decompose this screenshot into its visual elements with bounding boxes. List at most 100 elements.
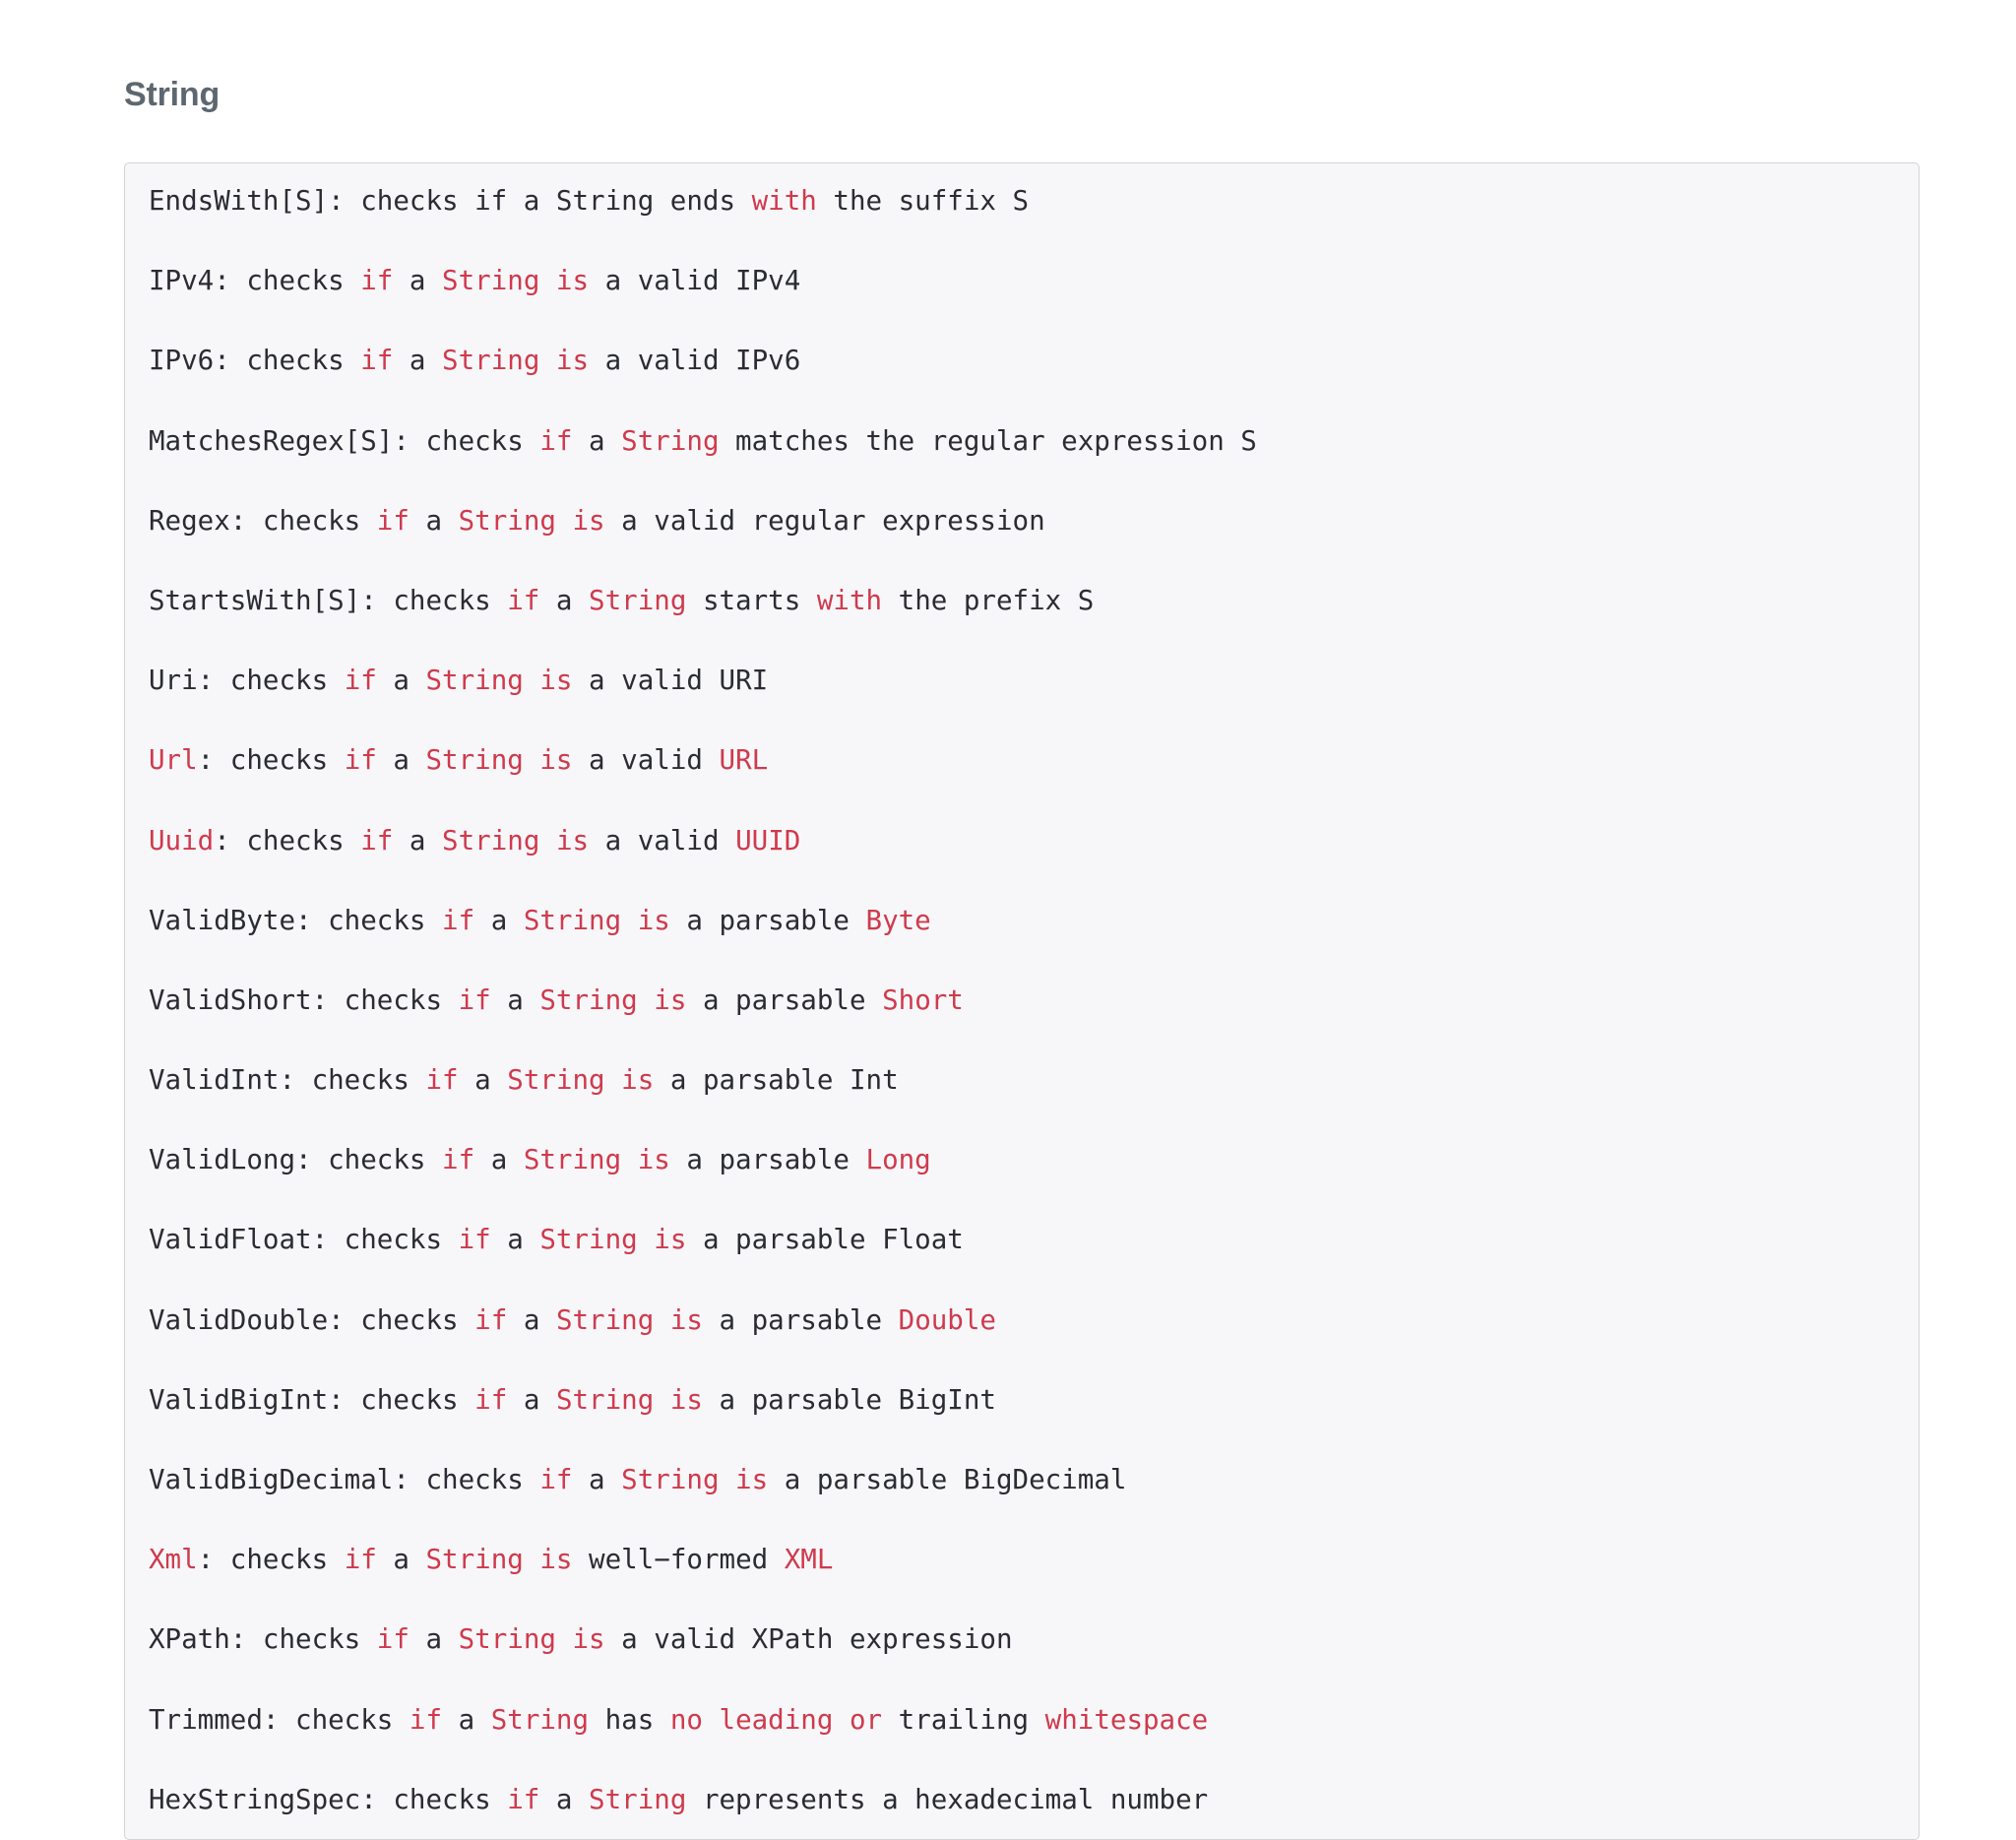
code-keyword: if bbox=[442, 1144, 475, 1176]
code-text: ValidDouble: checks bbox=[149, 1303, 475, 1336]
code-line: EndsWith[S]: checks if a String ends wit… bbox=[149, 181, 1919, 222]
code-keyword: String is bbox=[621, 1464, 769, 1495]
code-keyword: whitespace bbox=[1044, 1703, 1209, 1736]
code-text: ValidLong: checks bbox=[149, 1144, 443, 1176]
code-line: ValidLong: checks if a String is a parsa… bbox=[149, 1140, 1919, 1180]
code-line: Uri: checks if a String is a valid URI bbox=[149, 661, 1919, 701]
code-text: a bbox=[474, 1144, 524, 1176]
code-keyword: if bbox=[409, 1703, 443, 1736]
code-text: a bbox=[474, 904, 524, 936]
code-text: a parsable BigDecimal bbox=[768, 1464, 1127, 1495]
code-keyword: Long bbox=[865, 1144, 931, 1176]
code-keyword: UUID bbox=[735, 824, 801, 857]
code-keyword: if bbox=[344, 665, 377, 697]
code-line: Xml: checks if a String is well−formed X… bbox=[149, 1540, 1919, 1580]
code-text: a valid IPv4 bbox=[589, 265, 801, 297]
code-text: a valid IPv6 bbox=[589, 345, 801, 377]
code-keyword: Double bbox=[898, 1303, 996, 1336]
code-text: : checks bbox=[197, 1544, 345, 1576]
code-keyword: String is bbox=[425, 1544, 573, 1576]
code-text: a bbox=[490, 1224, 540, 1256]
page-title: String bbox=[124, 76, 220, 113]
code-text: a bbox=[539, 1783, 590, 1815]
code-keyword: String is bbox=[458, 1623, 605, 1656]
code-keyword: if bbox=[360, 265, 394, 297]
code-keyword: if bbox=[458, 983, 491, 1016]
code-keyword: XML bbox=[784, 1544, 834, 1576]
code-keyword: String is bbox=[425, 744, 573, 777]
code-keyword: String is bbox=[507, 1064, 655, 1097]
code-line: ValidBigDecimal: checks if a String is a… bbox=[149, 1460, 1919, 1500]
code-text: a bbox=[572, 1464, 622, 1495]
code-panel: EndsWith[S]: checks if a String ends wit… bbox=[124, 162, 1920, 1840]
code-keyword: Uuid bbox=[149, 824, 215, 857]
code-keyword: String is bbox=[555, 1383, 703, 1416]
code-keyword: String is bbox=[523, 904, 670, 936]
code-keyword: Short bbox=[882, 983, 964, 1016]
code-line: Url: checks if a String is a valid URL bbox=[149, 740, 1919, 781]
code-text: ValidShort: checks bbox=[149, 983, 459, 1016]
code-line: HexStringSpec: checks if a String repres… bbox=[149, 1780, 1919, 1820]
code-text: a valid bbox=[572, 744, 720, 777]
code-text: represents a hexadecimal number bbox=[686, 1783, 1209, 1815]
code-text: a valid URI bbox=[572, 665, 769, 697]
code-text: the prefix S bbox=[882, 584, 1095, 616]
code-text: a bbox=[458, 1064, 508, 1097]
code-text: : checks bbox=[214, 824, 361, 857]
code-text: a bbox=[442, 1703, 491, 1736]
code-text: IPv6: checks bbox=[149, 345, 361, 377]
code-keyword: with bbox=[816, 584, 883, 616]
code-keyword: if bbox=[442, 904, 475, 936]
code-text: a bbox=[409, 504, 459, 537]
code-keyword: String is bbox=[555, 1303, 703, 1336]
code-keyword: if bbox=[376, 1623, 410, 1656]
code-keyword: String is bbox=[442, 824, 590, 857]
code-text: a bbox=[393, 345, 443, 377]
code-text: a bbox=[393, 824, 443, 857]
code-text: the suffix S bbox=[816, 185, 1030, 217]
code-text: has bbox=[589, 1703, 670, 1736]
code-line: ValidShort: checks if a String is a pars… bbox=[149, 981, 1919, 1021]
code-text: trailing bbox=[882, 1703, 1045, 1736]
code-line: ValidFloat: checks if a String is a pars… bbox=[149, 1220, 1919, 1260]
code-keyword: Byte bbox=[865, 904, 931, 936]
code-keyword: if bbox=[360, 824, 394, 857]
code-text: a bbox=[572, 424, 622, 457]
code-line: Uuid: checks if a String is a valid UUID bbox=[149, 821, 1919, 861]
code-keyword: if bbox=[507, 1783, 540, 1815]
code-keyword: if bbox=[360, 345, 394, 377]
code-text: Uri: checks bbox=[149, 665, 345, 697]
code-text: ValidBigInt: checks bbox=[149, 1383, 475, 1416]
code-text: HexStringSpec: checks bbox=[149, 1783, 508, 1815]
code-text: ValidInt: checks bbox=[149, 1064, 426, 1097]
code-keyword: if bbox=[458, 1224, 491, 1256]
code-keyword: String is bbox=[442, 345, 590, 377]
code-block: EndsWith[S]: checks if a String ends wit… bbox=[149, 181, 1919, 1819]
code-keyword: if bbox=[507, 584, 540, 616]
page-root: String EndsWith[S]: checks if a String e… bbox=[124, 76, 1920, 1840]
code-line: ValidInt: checks if a String is a parsab… bbox=[149, 1060, 1919, 1101]
code-text: a parsable bbox=[686, 983, 883, 1016]
code-text: a bbox=[507, 1383, 556, 1416]
code-text: a bbox=[507, 1303, 556, 1336]
code-keyword: if bbox=[344, 744, 377, 777]
code-text: ValidFloat: checks bbox=[149, 1224, 459, 1256]
code-text: well−formed bbox=[572, 1544, 785, 1576]
code-keyword: String is bbox=[539, 1224, 687, 1256]
code-text: a parsable bbox=[702, 1303, 899, 1336]
code-text: matches the regular expression S bbox=[719, 424, 1257, 457]
code-text: a parsable Float bbox=[686, 1224, 964, 1256]
code-text: StartsWith[S]: checks bbox=[149, 584, 508, 616]
code-text: a bbox=[376, 744, 426, 777]
code-keyword: String is bbox=[425, 665, 573, 697]
code-text: EndsWith[S]: checks if a String ends bbox=[149, 185, 752, 217]
code-text: a valid XPath expression bbox=[604, 1623, 1013, 1656]
code-keyword: if bbox=[474, 1383, 508, 1416]
code-keyword: if bbox=[474, 1303, 508, 1336]
code-keyword: String is bbox=[442, 265, 590, 297]
code-text: a bbox=[490, 983, 540, 1016]
code-keyword: String bbox=[589, 584, 687, 616]
code-keyword: String is bbox=[539, 983, 687, 1016]
code-text: a valid regular expression bbox=[604, 504, 1045, 537]
code-keyword: String bbox=[589, 1783, 687, 1815]
